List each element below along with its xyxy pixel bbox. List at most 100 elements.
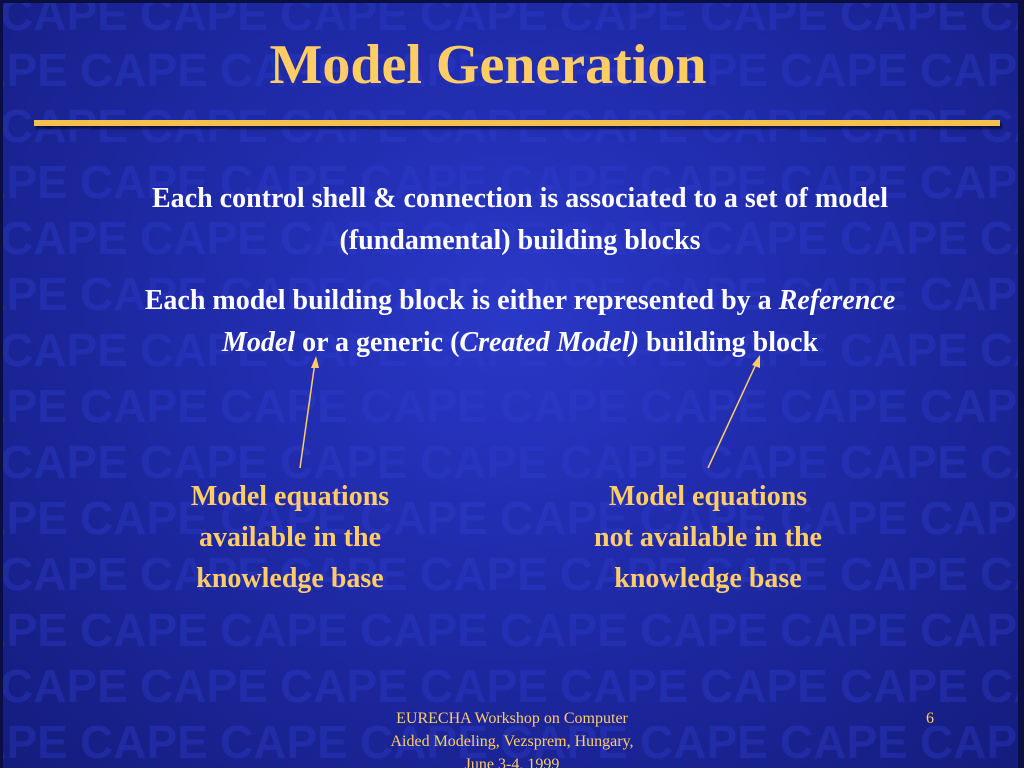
- created-model-term: Created Model): [459, 327, 640, 358]
- watermark-word: CAPE: [140, 0, 268, 40]
- arrow-to-reference-model: [299, 361, 316, 469]
- watermark-word: CAPE: [980, 324, 1024, 376]
- footer-workshop-info: EURECHA Workshop on Computer Aided Model…: [330, 707, 694, 768]
- title-underline: [34, 120, 1000, 126]
- watermark-word: CAPE: [700, 548, 828, 600]
- watermark-word: CAPE: [780, 268, 908, 320]
- watermark-word: CAPE: [500, 268, 628, 320]
- watermark-word: CAPE: [0, 716, 68, 768]
- watermark-word: CAPE: [280, 548, 408, 600]
- watermark-word: CAPE: [220, 604, 348, 656]
- footer-line2: Aided Modeling, Vezsprem, Hungary,: [390, 733, 634, 750]
- label-right-line3: knowledge base: [614, 563, 802, 594]
- watermark-word: CAPE: [980, 100, 1024, 152]
- arrow-to-created-model: [707, 361, 758, 469]
- watermark-word: CAPE: [140, 100, 268, 152]
- watermark-word: CAPE: [0, 44, 68, 96]
- watermark-word: CAPE: [420, 548, 548, 600]
- slide-title: Model Generation: [269, 34, 707, 96]
- watermark-word: CAPE: [140, 660, 268, 712]
- watermark-word: CAPE: [220, 44, 348, 96]
- paragraph-text-part3: building block: [639, 327, 819, 358]
- watermark-word: CAPE: [700, 436, 828, 488]
- watermark-word: CAPE: [920, 716, 1024, 768]
- watermark-word: CAPE: [560, 324, 688, 376]
- watermark-word: CAPE: [0, 380, 68, 432]
- watermark-word: CAPE: [920, 44, 1024, 96]
- watermark-word: CAPE: [560, 100, 688, 152]
- watermark-word: CAPE: [840, 0, 968, 40]
- label-equations-available: Model equations available in the knowled…: [125, 476, 455, 599]
- watermark-word: CAPE: [360, 156, 488, 208]
- watermark-word: CAPE: [0, 212, 128, 264]
- watermark-word: CAPE: [420, 660, 548, 712]
- watermark-word: CAPE: [0, 268, 68, 320]
- watermark-word: CAPE: [280, 100, 408, 152]
- watermark-word: CAPE: [980, 660, 1024, 712]
- watermark-word: CAPE: [420, 324, 548, 376]
- watermark-word: CAPE: [80, 492, 208, 544]
- watermark-word: CAPE: [360, 380, 488, 432]
- paragraph-text-part2: or a generic (: [295, 327, 460, 358]
- watermark-word: CAPE: [420, 436, 548, 488]
- label-left-line2: available in the: [198, 522, 381, 553]
- watermark-word: CAPE: [780, 156, 908, 208]
- watermark-word: CAPE: [80, 156, 208, 208]
- watermark-word: CAPE: [980, 548, 1024, 600]
- watermark-word: CAPE: [420, 100, 548, 152]
- watermark-word: CAPE: [280, 212, 408, 264]
- arrowhead-created-model: [752, 355, 760, 368]
- footer-line1: EURECHA Workshop on Computer: [396, 710, 628, 727]
- watermark-word: CAPE: [360, 492, 488, 544]
- watermark-word: CAPE: [360, 716, 488, 768]
- watermark-word: CAPE: [840, 100, 968, 152]
- watermark-word: CAPE: [780, 604, 908, 656]
- watermark-word: CAPE: [80, 268, 208, 320]
- watermark-word: CAPE: [920, 268, 1024, 320]
- arrowhead-reference-model: [311, 356, 319, 368]
- watermark-word: CAPE: [840, 660, 968, 712]
- watermark-word: CAPE: [140, 548, 268, 600]
- watermark-word: CAPE: [640, 492, 768, 544]
- watermark-word: CAPE: [560, 0, 688, 40]
- watermark-word: CAPE: [640, 44, 768, 96]
- watermark-word: CAPE: [640, 604, 768, 656]
- watermark-word: CAPE: [700, 212, 828, 264]
- watermark-word: CAPE: [0, 156, 68, 208]
- watermark-word: CAPE: [700, 0, 828, 40]
- watermark-word: CAPE: [280, 0, 408, 40]
- watermark-word: CAPE: [0, 324, 128, 376]
- watermark-word: CAPE: [920, 380, 1024, 432]
- label-right-line2: not available in the: [594, 522, 822, 553]
- watermark-word: CAPE: [280, 660, 408, 712]
- reference-model-term: Reference Model: [221, 285, 896, 358]
- watermark-word: CAPE: [0, 660, 128, 712]
- watermark-word: CAPE: [0, 436, 128, 488]
- watermark-word: CAPE: [640, 380, 768, 432]
- watermark-word: CAPE: [420, 0, 548, 40]
- watermark-word: CAPE: [640, 156, 768, 208]
- watermark-word: CAPE: [140, 436, 268, 488]
- watermark-word: CAPE: [500, 492, 628, 544]
- watermark-word: CAPE: [560, 660, 688, 712]
- watermark-word: CAPE: [780, 380, 908, 432]
- watermark-word: CAPE: [920, 604, 1024, 656]
- watermark-word: CAPE: [80, 44, 208, 96]
- watermark-word: CAPE: [560, 548, 688, 600]
- watermark-word: CAPE: [500, 716, 628, 768]
- watermark-word: CAPE: [360, 604, 488, 656]
- watermark-word: CAPE: [920, 492, 1024, 544]
- watermark-word: CAPE: [640, 268, 768, 320]
- watermark-word: CAPE: [500, 380, 628, 432]
- watermark-word: CAPE: [0, 548, 128, 600]
- watermark-word: CAPE: [780, 44, 908, 96]
- watermark-word: CAPE: [0, 100, 128, 152]
- label-left-line1: Model equations: [190, 481, 390, 512]
- label-equations-not-available: Model equations not available in the kno…: [543, 476, 873, 599]
- watermark-word: CAPE: [420, 212, 548, 264]
- watermark-word: CAPE: [220, 268, 348, 320]
- watermark-word: CAPE: [840, 548, 968, 600]
- watermark-word: CAPE: [360, 268, 488, 320]
- watermark-word: CAPE: [140, 324, 268, 376]
